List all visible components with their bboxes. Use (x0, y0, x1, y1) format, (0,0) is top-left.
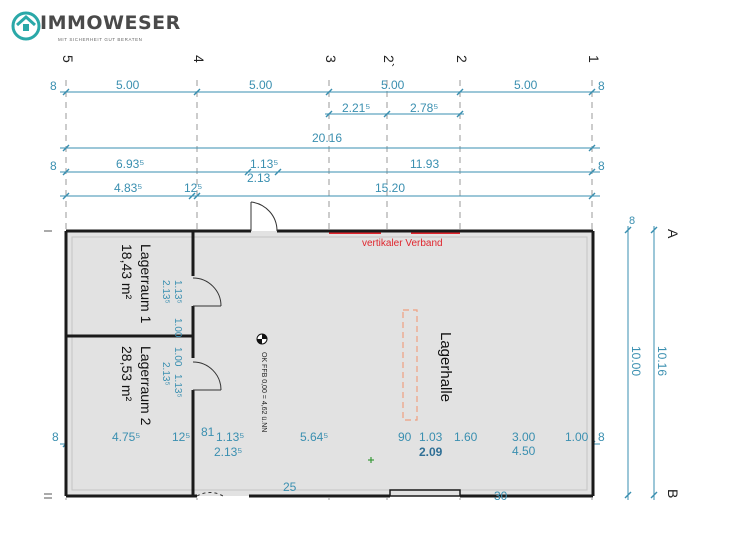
hall-outline-marking (402, 309, 418, 421)
dim-row5-c: 15.20 (375, 181, 405, 195)
dim-bottom-4: 1.13⁵ (216, 430, 244, 444)
dim-bottom-sub-1: 2.09 (419, 445, 443, 459)
axis-label-2b: 2` (381, 55, 397, 67)
level-marker (256, 333, 268, 345)
dim-row4-c: 11.93 (410, 157, 439, 171)
dim-bottom-10: 1.00 (565, 430, 589, 444)
axis-label-4: 4 (191, 55, 207, 63)
dim-bottom-9: 3.00 (512, 430, 536, 444)
axis-label-5: 5 (60, 55, 76, 63)
bracing-label: vertikaler Verband (362, 238, 443, 249)
dim-row1-b: 5.00 (249, 78, 273, 92)
axis-label-a: A (665, 229, 681, 239)
section-markers (44, 230, 52, 499)
logo: IMMOWESER MIT SICHERHEIT GUT BERATEN (10, 8, 180, 46)
dim-bottom-6: 90 (398, 430, 412, 444)
survey-mark (368, 457, 374, 463)
room-halle-name: Lagerhalle (437, 332, 454, 402)
dim-row1-d: 5.00 (514, 78, 538, 92)
room-lager2-area: 28,53 m² (119, 346, 135, 402)
level-label: OK FFB 0,00 = 4,62 ü.NN (260, 352, 267, 432)
dim-row4-b: 1.13⁵ (250, 157, 278, 171)
axis-label-2: 2 (454, 55, 470, 63)
dim-right-2: 10.16 (655, 346, 669, 376)
dim-bottom-11: 8 (598, 430, 605, 444)
dim-row4-a: 6.93⁵ (116, 157, 144, 171)
brand-name: IMMOWESER (40, 12, 181, 34)
hall-floor (66, 231, 593, 496)
dim-inner-5: 1.13⁵ (172, 374, 183, 398)
dim-row2-a: 2.21⁵ (342, 101, 370, 115)
dim-row4-left: 8 (50, 159, 57, 173)
dim-right-1: 10.00 (629, 346, 643, 376)
axis-label-1: 1 (586, 55, 602, 63)
dim-bottom-3: 81 (201, 425, 215, 439)
brand-tagline: MIT SICHERHEIT GUT BERATEN (58, 37, 143, 42)
dim-row1-left: 8 (50, 79, 57, 93)
room-lager2-name: Lagerraum 2 (138, 346, 154, 426)
dim-inner-2: 1.00 (172, 318, 183, 338)
dim-row2-b: 2.78⁵ (410, 101, 438, 115)
dim-row5-a: 4.83⁵ (114, 181, 142, 195)
dim-inner-0: 1.13⁵ (172, 280, 183, 304)
dim-row1-a: 5.00 (116, 78, 140, 92)
room-lager1-name: Lagerraum 1 (138, 244, 154, 324)
axis-labels: 5 4 3 2` 2 1 A B (60, 55, 681, 498)
dim-row1-c: 5.00 (381, 78, 405, 92)
doors (192, 201, 278, 497)
dim-bottom-5: 5.64⁵ (300, 430, 328, 444)
walls (64, 229, 595, 498)
dim-row1-right: 8 (598, 79, 605, 93)
dim-bottom-7: 1.03 (419, 430, 443, 444)
dim-bottom-8: 1.60 (454, 430, 478, 444)
dim-bottom-cut-1: 30 (494, 489, 508, 503)
dim-row5-b: 12⁵ (184, 181, 202, 195)
dim-row4-right: 8 (598, 159, 605, 173)
dim-inner-4: 2.13⁵ (160, 362, 171, 386)
dim-bottom-sub-2: 4.50 (512, 444, 536, 458)
dim-row4-sub: 2.13 (247, 171, 271, 185)
house-logo-icon (11, 11, 41, 41)
dim-bottom-1: 4.75⁵ (112, 430, 140, 444)
inner-wall-line (71, 236, 588, 491)
axis-label-b: B (665, 489, 681, 498)
room-lager1-area: 18,43 m² (119, 244, 135, 300)
dim-inner-3: 1.00 (172, 347, 183, 367)
dim-bottom-2: 12⁵ (172, 430, 190, 444)
axis-label-3: 3 (323, 55, 339, 63)
dim-row3-total: 20.16 (312, 131, 342, 145)
dim-bottom-0: 8 (52, 430, 59, 444)
dim-bottom-cut-0: 25 (283, 480, 297, 494)
dim-right-0: 8 (629, 215, 635, 227)
dim-bottom-sub-0: 2.13⁵ (214, 445, 242, 459)
dim-inner-1: 2.13⁵ (160, 280, 171, 304)
